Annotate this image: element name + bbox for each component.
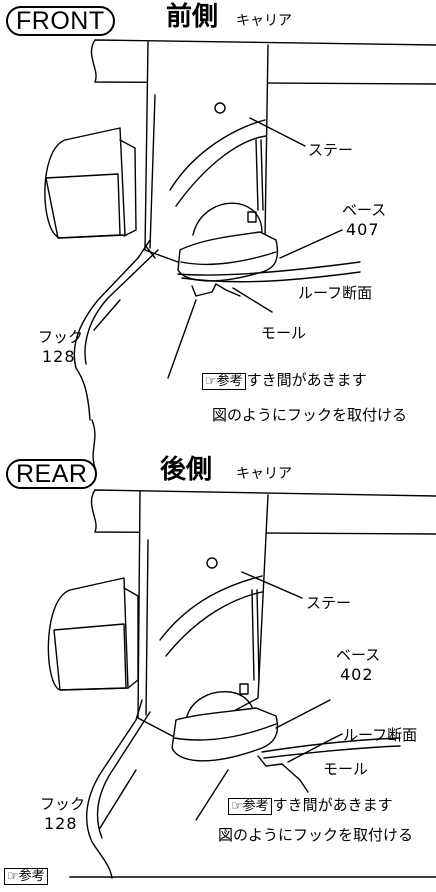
rear-roof-label: ルーフ断面	[343, 726, 418, 744]
front-assembly-drawing	[44, 39, 436, 471]
rear-base-number: 402	[340, 665, 374, 684]
front-base-number: 407	[346, 220, 380, 239]
rear-badge: REAR	[6, 459, 98, 489]
rear-carrier-label: キャリア	[236, 466, 292, 482]
front-carrier-label: キャリア	[236, 13, 292, 29]
rear-base-label: ベース	[336, 646, 381, 664]
footer-reference: ☞参考	[4, 868, 49, 885]
rear-assembly-drawing	[47, 489, 436, 879]
reference-hand-icon: ☞参考	[202, 373, 246, 390]
front-hook-label: フック	[38, 328, 84, 346]
rear-stay-label: ステー	[306, 594, 352, 612]
front-gap-note: ☞参考すき間があきます	[202, 373, 367, 390]
front-stay-label: ステー	[308, 141, 354, 159]
rear-mole-label: モール	[323, 760, 369, 778]
front-title: 前側	[166, 2, 219, 32]
rear-title: 後側	[160, 455, 213, 485]
reference-hand-icon: ☞参考	[228, 798, 272, 815]
rear-gap-note: ☞参考すき間があきます	[228, 798, 393, 815]
rear-hook-number: 128	[44, 814, 78, 833]
front-mole-label: モール	[261, 324, 307, 342]
front-install-note: 図のようにフックを取付ける	[212, 406, 408, 424]
rear-install-note: 図のようにフックを取付ける	[218, 826, 414, 844]
front-hook-number: 128	[42, 347, 76, 366]
rear-hook-label: フック	[40, 795, 86, 813]
front-roof-label: ルーフ断面	[298, 284, 373, 302]
reference-hand-icon: ☞参考	[4, 868, 48, 885]
front-base-label: ベース	[342, 201, 387, 219]
front-badge: FRONT	[6, 6, 115, 36]
